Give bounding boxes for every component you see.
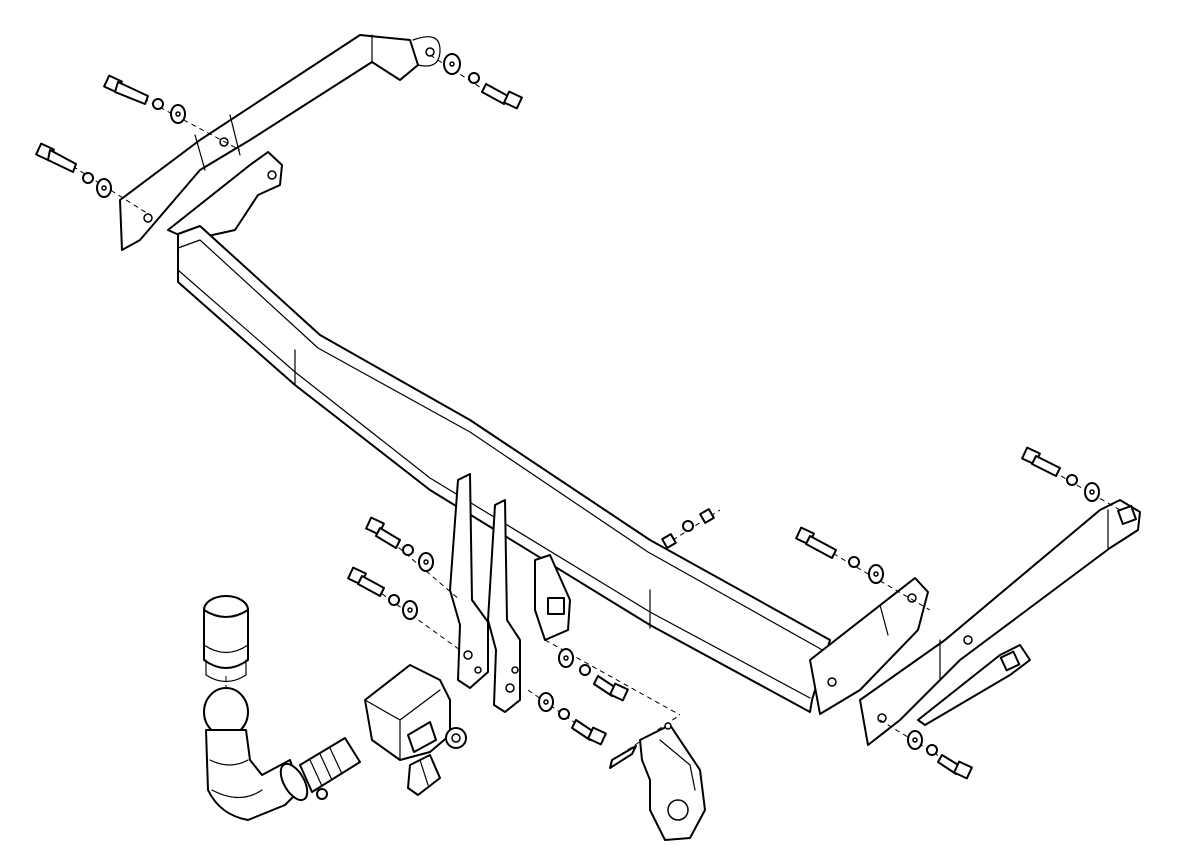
fastener-set-left-drop-lower: [347, 566, 461, 651]
fastener-set-right-drop-lower: [527, 689, 607, 746]
fastener-set-top-right-of-left-bracket: [429, 53, 523, 110]
right-front-bracket: [859, 499, 1141, 746]
center-mounting-plate: [534, 554, 571, 641]
right-bracket-strap: [917, 644, 1031, 726]
main-cross-beam: [177, 225, 831, 713]
fastener-set-right-strap: [879, 719, 973, 780]
fastener-set-right-drop-upper: [544, 639, 681, 716]
center-drop-bracket-left: [449, 473, 489, 689]
right-rear-bracket: [809, 577, 929, 715]
fastener-set-center-nuts: [661, 508, 721, 549]
tow-ball-neck: [203, 676, 361, 821]
fastener-set-mid-left: [35, 142, 151, 216]
center-drop-bracket-right: [487, 499, 521, 713]
socket-mounting-plate: [609, 714, 706, 841]
tow-ball-cover-cap: [203, 595, 249, 683]
left-rear-bracket: [119, 34, 441, 251]
fastener-set-right-rear-bracket: [795, 526, 931, 611]
detachable-receiver-housing: [364, 664, 467, 796]
fastener-set-left-drop-upper: [365, 516, 461, 601]
fastener-set-far-right: [1021, 446, 1121, 511]
fastener-set-top-left: [103, 74, 241, 151]
